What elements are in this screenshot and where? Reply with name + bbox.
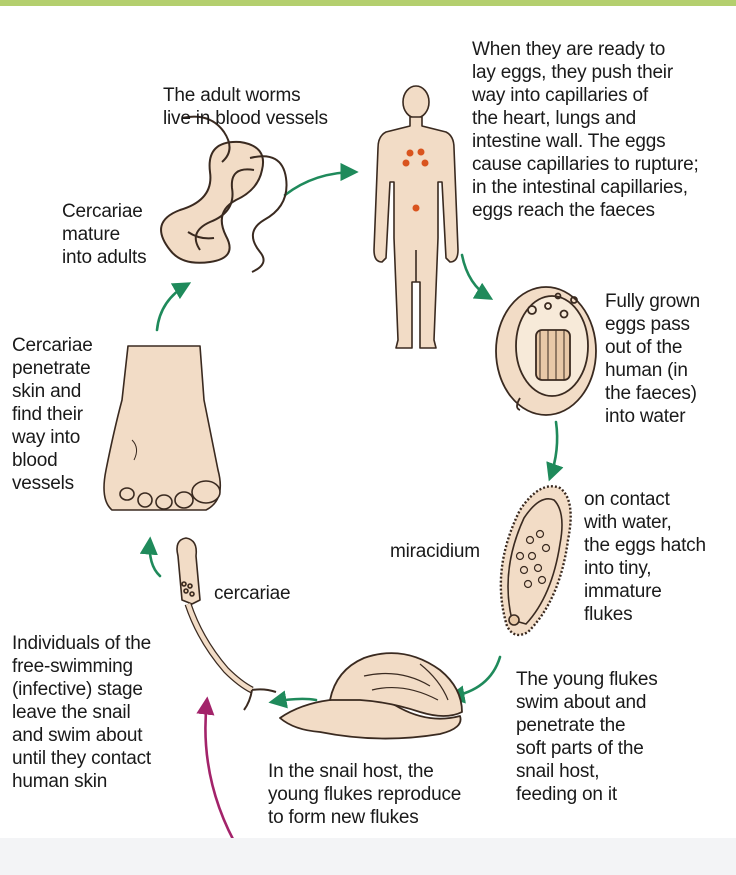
label-cercariae: cercariae xyxy=(214,582,290,605)
foot-illustration xyxy=(104,346,220,510)
label-snail-host: In the snail host, the young flukes repr… xyxy=(268,760,461,829)
arrow-cercariae-to-foot xyxy=(150,540,160,576)
label-lay-eggs: When they are ready to lay eggs, they pu… xyxy=(472,38,699,222)
label-adult-worms: The adult worms live in blood vessels xyxy=(163,84,328,130)
adult-worms-illustration xyxy=(161,117,286,272)
label-free-swimming: Individuals of the free-swimming (infect… xyxy=(12,632,151,793)
snail-illustration xyxy=(280,653,462,738)
arrow-worms-to-human xyxy=(285,172,355,195)
egg-illustration xyxy=(496,287,596,415)
bottom-panel xyxy=(0,838,736,875)
arrow-egg-to-miracidium xyxy=(550,422,557,478)
cercaria-illustration xyxy=(177,538,276,710)
miracidium-illustration xyxy=(501,486,571,635)
label-miracidium: miracidium xyxy=(390,540,480,563)
label-young-flukes-swim: The young flukes swim about and penetrat… xyxy=(516,668,658,806)
arrow-snail-to-cercariae xyxy=(272,699,316,702)
label-cercariae-penetrate: Cercariae penetrate skin and find their … xyxy=(12,334,93,495)
label-eggs-pass: Fully grown eggs pass out of the human (… xyxy=(605,290,700,428)
arrow-human-to-egg xyxy=(462,255,490,298)
infective-stage-arrow xyxy=(205,700,240,852)
human-host-illustration xyxy=(374,86,458,348)
arrow-foot-to-worms xyxy=(157,284,188,330)
label-eggs-hatch: on contact with water, the eggs hatch in… xyxy=(584,488,706,626)
label-cercariae-mature: Cercariae mature into adults xyxy=(62,200,146,269)
